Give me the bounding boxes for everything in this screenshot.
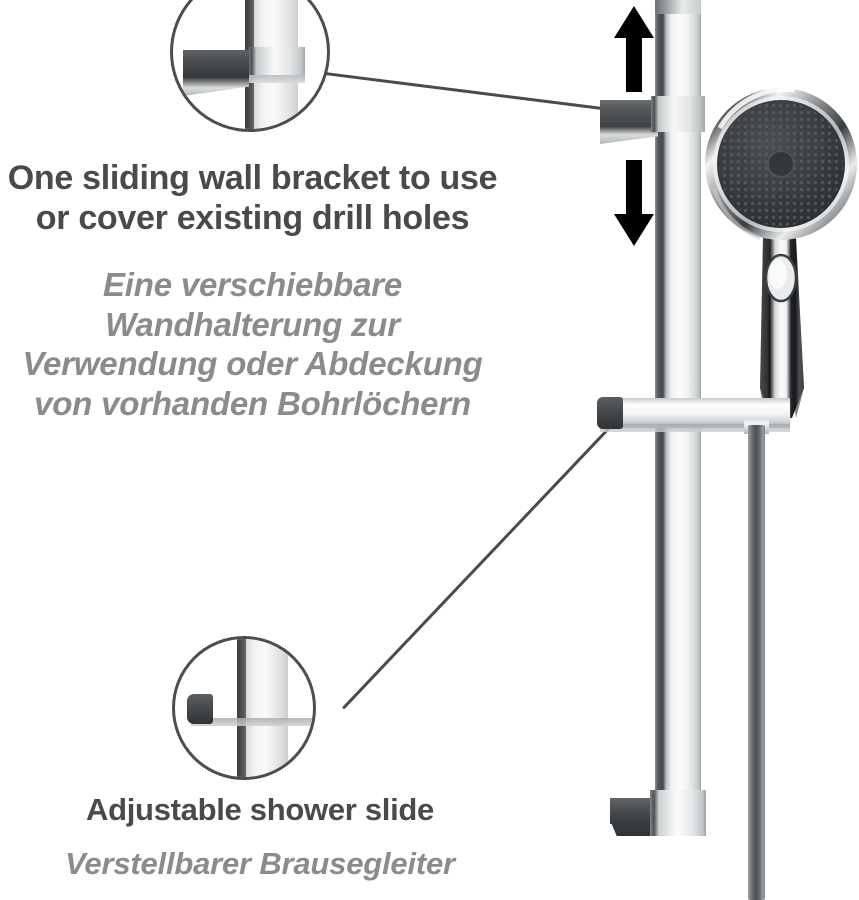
- shower-head-center-button: [767, 150, 795, 178]
- wall-bracket-arm-underside: [600, 127, 658, 144]
- rail-base-arm-underside: [610, 820, 658, 836]
- down-arrow-icon: [612, 160, 656, 246]
- heading-line-2: or cover existing drill holes: [35, 199, 470, 238]
- callout-caption-wall-bracket-de: Eine verschiebbare Wandhalterung zur Ver…: [0, 265, 505, 423]
- hand-shower: [700, 87, 859, 448]
- caption-line-4: von vorhanden Bohrlöchern: [34, 384, 471, 422]
- callout-circle-shower-slide: [172, 636, 316, 780]
- wall-bracket-arm: [600, 100, 658, 127]
- caption-line-1: Eine verschiebbare: [102, 266, 403, 303]
- heading-line-1: One sliding wall bracket to use: [7, 159, 498, 197]
- callout-caption-shower-slide-de: Verstellbarer Brausegleiter: [65, 846, 455, 881]
- rail-base-foot: [650, 790, 706, 836]
- callout-bracket-arm-underside: [183, 78, 249, 96]
- callout-heading-wall-bracket: One sliding wall bracket to use or cover…: [0, 158, 505, 238]
- callout-bracket-arm: [183, 50, 249, 78]
- callout-collar-seam: [249, 75, 305, 83]
- shower-rail-top-cap: [655, 0, 701, 14]
- shower-slide-bracket-shadow: [600, 424, 790, 432]
- leader-line-bottom: [341, 420, 616, 710]
- leader-line-top: [324, 72, 631, 114]
- callout-rail-face-2: [246, 639, 288, 777]
- caption-line-2: Wandhalterung zur: [105, 305, 400, 343]
- caption-line-3: Verwendung oder Abdeckung: [22, 345, 483, 383]
- callout-slide-bar-shadow: [191, 718, 313, 726]
- callout-slide-end-cap: [187, 694, 213, 724]
- callout-circle-wall-bracket: [170, 0, 330, 132]
- callout-rail-edge-2: [237, 639, 246, 777]
- up-arrow-icon: [612, 6, 656, 92]
- wall-bracket-collar: [651, 96, 705, 132]
- shower-hose: [748, 425, 765, 900]
- callout-heading-shower-slide: Adjustable shower slide: [86, 792, 434, 827]
- shower-slide-end-cap: [597, 397, 623, 429]
